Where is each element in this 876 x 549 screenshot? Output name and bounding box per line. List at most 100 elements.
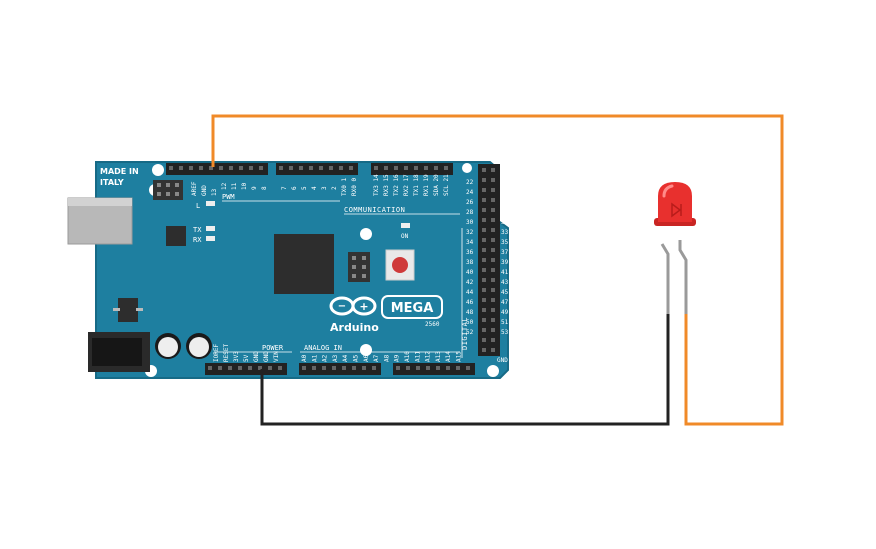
header-pin[interactable] [482,278,486,282]
header-pin[interactable] [456,366,460,370]
header-pin[interactable] [466,366,470,370]
header-pin[interactable] [329,166,333,170]
header-pin[interactable] [491,298,495,302]
header-pin[interactable] [482,298,486,302]
header-body [299,363,381,375]
header-pin[interactable] [239,166,243,170]
header-pin[interactable] [189,166,193,170]
header-pin[interactable] [229,166,233,170]
header-pin[interactable] [482,238,486,242]
header-pin[interactable] [319,166,323,170]
header-pin[interactable] [491,288,495,292]
header-pin[interactable] [426,366,430,370]
header-pin[interactable] [218,366,222,370]
header-pin[interactable] [491,218,495,222]
header-pin[interactable] [248,366,252,370]
header-pin[interactable] [482,318,486,322]
header-pin[interactable] [312,366,316,370]
led-icon [654,182,696,314]
header-pin[interactable] [199,166,203,170]
header-pin[interactable] [491,178,495,182]
header-pin[interactable] [362,366,366,370]
header-pin[interactable] [482,208,486,212]
header-pin[interactable] [491,348,495,352]
header-pin[interactable] [349,166,353,170]
header-pin[interactable] [434,166,438,170]
header-pin[interactable] [482,268,486,272]
header-pin[interactable] [268,366,272,370]
header-pin[interactable] [372,366,376,370]
header-pin[interactable] [169,166,173,170]
header-pin[interactable] [491,328,495,332]
header-pin[interactable] [384,166,388,170]
header-pin[interactable] [209,166,213,170]
header-pin[interactable] [482,288,486,292]
header-pin[interactable] [394,166,398,170]
header-pin[interactable] [491,248,495,252]
header-pin[interactable] [342,366,346,370]
header-pin[interactable] [238,366,242,370]
header-pin[interactable] [491,258,495,262]
header-pin[interactable] [309,166,313,170]
header-pin[interactable] [278,366,282,370]
pin-label-analog-2: A2 [322,354,329,362]
header-pin[interactable] [436,366,440,370]
header-pin[interactable] [352,366,356,370]
header-pin[interactable] [332,366,336,370]
header-pin[interactable] [374,166,378,170]
header-pin[interactable] [228,366,232,370]
led-tx-label: TX [193,226,202,234]
pin-label-pwm-0: 12 [221,182,228,190]
header-pin[interactable] [424,166,428,170]
header-pin[interactable] [208,366,212,370]
header-pin[interactable] [259,166,263,170]
header-pin[interactable] [482,168,486,172]
header-pin[interactable] [491,238,495,242]
capacitor-icon [155,333,181,359]
header-pin[interactable] [491,168,495,172]
header-pin[interactable] [289,166,293,170]
pin-label-analog-8: A8 [383,354,390,362]
header-pin[interactable] [404,166,408,170]
header-pin[interactable] [491,268,495,272]
header-pin[interactable] [491,188,495,192]
header-pin[interactable] [482,248,486,252]
header-pin[interactable] [339,166,343,170]
reset-button-icon[interactable] [385,249,415,281]
header-pin[interactable] [302,366,306,370]
header-pin[interactable] [482,308,486,312]
header-pin[interactable] [482,178,486,182]
header-pin[interactable] [444,166,448,170]
header-pin[interactable] [406,366,410,370]
header-pin[interactable] [491,308,495,312]
header-pin[interactable] [482,218,486,222]
header-pin[interactable] [322,366,326,370]
header-pin[interactable] [491,228,495,232]
pin-label-pwm-2: 10 [241,182,248,190]
header-pin[interactable] [179,166,183,170]
header-pin[interactable] [482,198,486,202]
pin-label-analog-6: A6 [363,354,370,362]
header-pin[interactable] [219,166,223,170]
header-pin[interactable] [482,348,486,352]
header-pin[interactable] [491,208,495,212]
header-pin[interactable] [446,366,450,370]
header-pin[interactable] [491,338,495,342]
header-pin[interactable] [491,278,495,282]
header-pin[interactable] [416,366,420,370]
header-pin[interactable] [491,198,495,202]
header-pin[interactable] [279,166,283,170]
header-pin[interactable] [414,166,418,170]
header-pin[interactable] [299,166,303,170]
header-pin[interactable] [249,166,253,170]
header-pin[interactable] [396,366,400,370]
header-pin[interactable] [258,366,262,370]
pin-label-right-right-9: 41 [501,269,509,276]
header-pin[interactable] [482,258,486,262]
header-pin[interactable] [482,228,486,232]
header-pin[interactable] [482,188,486,192]
header-pin[interactable] [482,338,486,342]
header-pin[interactable] [482,328,486,332]
header-pin[interactable] [491,318,495,322]
